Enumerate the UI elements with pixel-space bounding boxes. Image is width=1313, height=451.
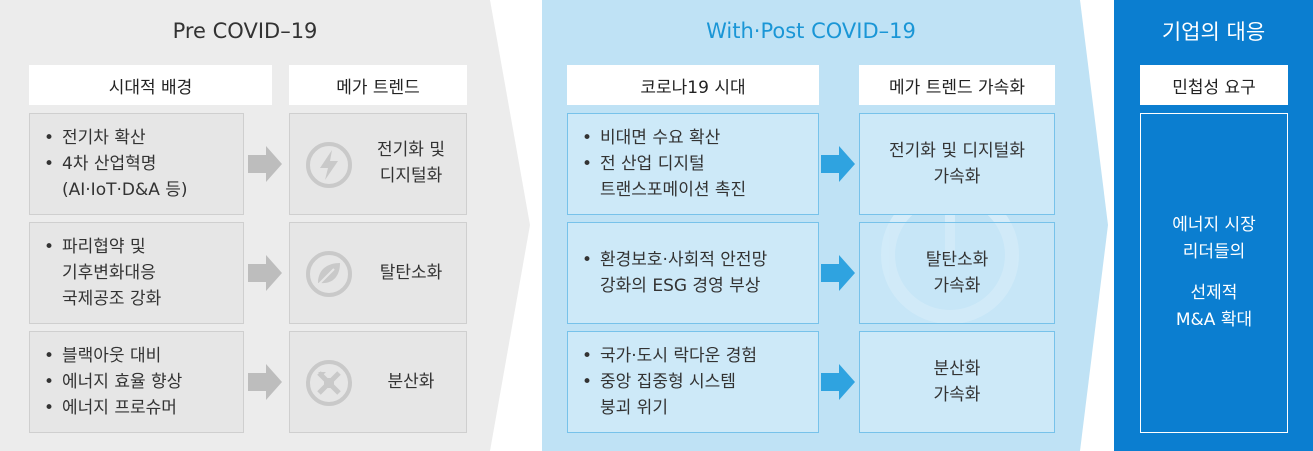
bullet: •	[582, 372, 593, 392]
post-covid-title: With·Post COVID–19	[706, 19, 916, 43]
pre-right-header: 메가 트렌드	[289, 65, 467, 105]
pre-row-3-trend-text: 분산화	[358, 369, 464, 395]
arrow-right-icon	[248, 364, 282, 400]
post-right-header: 메가 트렌드 가속화	[859, 65, 1055, 105]
trend-line: 탈탄소화	[925, 250, 989, 270]
trend-line: 분산화	[387, 372, 435, 392]
trend-line: 가속화	[933, 167, 981, 187]
bullet-text: 에너지 효율 향상	[62, 372, 183, 392]
bullet-text: 트랜스포메이션 촉진	[600, 180, 747, 200]
pre-row-2-context: • 파리협약 및 기후변화대응 국제공조 강화	[29, 222, 244, 324]
pre-left-header: 시대적 배경	[29, 65, 272, 105]
trend-line: 탈탄소화	[379, 263, 443, 283]
bullet-text: 국가·도시 락다운 경험	[600, 346, 757, 366]
bullet: •	[44, 398, 55, 418]
post-row-2-context: • 환경보호·사회적 안전망 강화의 ESG 경영 부상	[567, 222, 819, 324]
post-row-1-trend: 전기화 및 디지털화 가속화	[859, 113, 1055, 215]
bullet: •	[582, 128, 593, 148]
corp-line-3: 선제적	[1190, 283, 1238, 303]
corp-line-4: M&A 확대	[1175, 310, 1253, 330]
bullet-text: 중앙 집중형 시스템	[600, 372, 736, 392]
arrow-right-icon	[248, 255, 282, 291]
bullet: •	[582, 250, 593, 270]
pre-row-1-trend	[289, 113, 467, 215]
bullet-text: (AI·IoT·D&A 등)	[62, 180, 188, 200]
arrow-right-icon	[248, 146, 282, 182]
arrow-right-icon	[821, 364, 855, 400]
trend-line: 가속화	[933, 385, 981, 405]
pre-row-2-trend-text: 탈탄소화	[358, 260, 464, 286]
bullet-text: 전기차 확산	[62, 128, 146, 148]
pre-row-3-context: • 블랙아웃 대비 • 에너지 효율 향상 • 에너지 프로슈머	[29, 331, 244, 433]
bullet-text: 환경보호·사회적 안전망	[600, 250, 768, 270]
post-row-2-trend: 탈탄소화 가속화	[859, 222, 1055, 324]
pre-row-1-context: • 전기차 확산 • 4차 산업혁명 (AI·IoT·D&A 등)	[29, 113, 244, 215]
bullet: •	[44, 237, 55, 257]
bullet-text: 에너지 프로슈머	[62, 398, 177, 418]
arrow-right-icon	[821, 255, 855, 291]
bullet: •	[582, 346, 593, 366]
bullet: •	[44, 372, 55, 392]
bullet-text: 비대면 수요 확산	[600, 128, 721, 148]
post-row-1-context: • 비대면 수요 확산 • 전 산업 디지털 트랜스포메이션 촉진	[567, 113, 819, 215]
distribution-icon	[306, 360, 352, 406]
pre-row-3-trend	[289, 331, 467, 433]
pre-row-1-trend-text: 전기화 및 디지털화	[358, 137, 464, 189]
corp-response-body: 에너지 시장 리더들의 선제적 M&A 확대	[1140, 113, 1288, 433]
bullet-text: 블랙아웃 대비	[62, 346, 162, 366]
corp-line-2: 리더들의	[1182, 242, 1246, 262]
bullet-text: 파리협약 및	[62, 237, 146, 257]
pre-row-2-trend	[289, 222, 467, 324]
bullet: •	[44, 346, 55, 366]
bullet: •	[44, 128, 55, 148]
trend-line: 디지털화	[379, 166, 443, 186]
bullet-text: 기후변화대응	[62, 263, 156, 283]
bullet-text: 4차 산업혁명	[62, 154, 157, 174]
trend-line: 가속화	[933, 276, 981, 296]
trend-line: 전기화 및	[377, 140, 445, 160]
bullet-text: 강화의 ESG 경영 부상	[600, 276, 761, 296]
trend-line: 전기화 및 디지털화	[889, 141, 1025, 161]
pre-covid-title: Pre COVID–19	[172, 19, 318, 43]
corp-response-title: 기업의 대응	[1161, 20, 1266, 44]
bullet-text: 국제공조 강화	[62, 289, 162, 309]
corp-header: 민첩성 요구	[1140, 65, 1288, 105]
bullet-text: 전 산업 디지털	[600, 154, 705, 174]
post-row-3-context: • 국가·도시 락다운 경험 • 중앙 집중형 시스템 붕괴 위기	[567, 331, 819, 433]
post-row-3-trend: 분산화 가속화	[859, 331, 1055, 433]
trend-line: 분산화	[933, 359, 981, 379]
arrow-right-icon	[821, 146, 855, 182]
lightning-icon	[306, 142, 352, 188]
bullet: •	[44, 154, 55, 174]
bullet-text: 붕괴 위기	[600, 398, 668, 418]
bullet: •	[582, 154, 593, 174]
corp-line-1: 에너지 시장	[1172, 215, 1256, 235]
leaf-icon	[306, 251, 352, 297]
post-left-header: 코로나19 시대	[567, 65, 819, 105]
